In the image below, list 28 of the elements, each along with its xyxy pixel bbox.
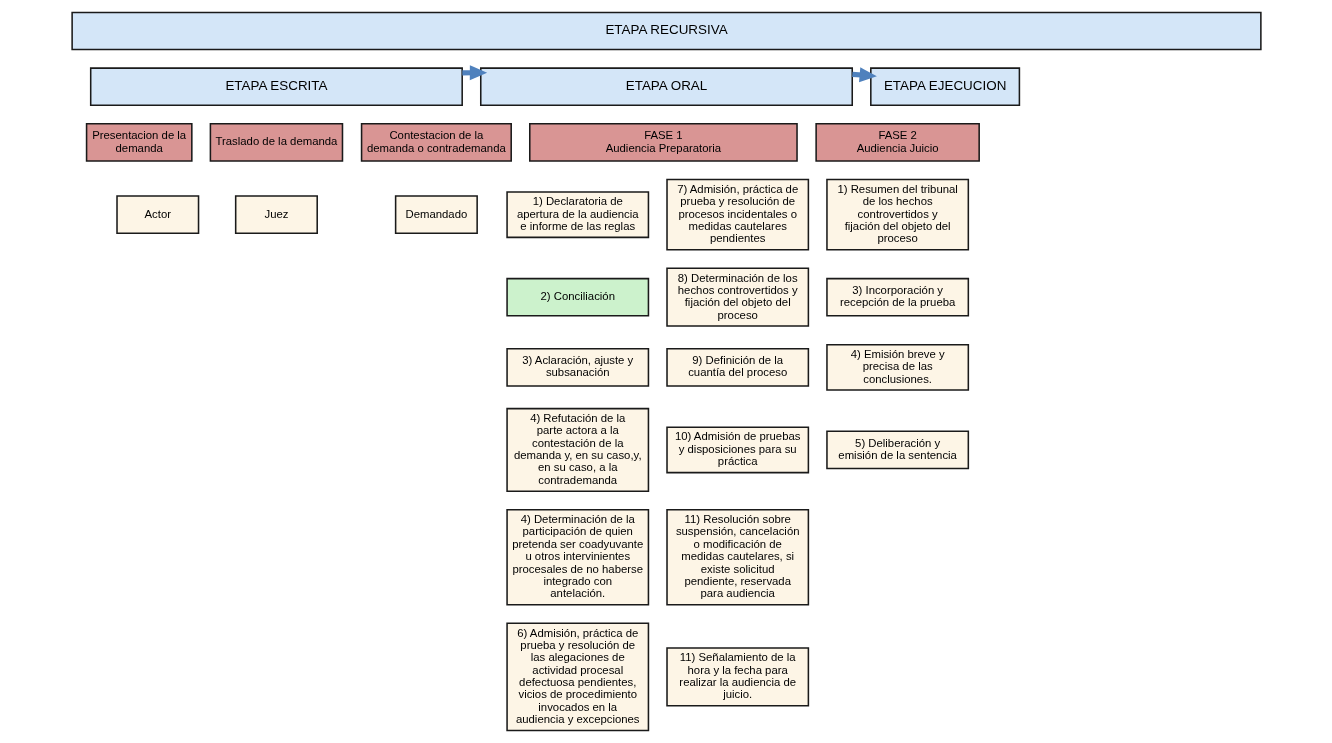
node-box: 4) Determinación de la participación de quien pretenda ser coadyuvante u otros intervinientes procesales de no haberse integrado con antelación. xyxy=(505,509,649,606)
node-box: 1) Declaratoria de apertura de la audiencia e informe de las reglas xyxy=(505,191,649,239)
node-box: 1) Resumen del tribunal de los hechos controvertidos y fijación del objeto del proceso xyxy=(825,178,969,251)
node-box: 11) Resolución sobre suspensión, cancelación o modificación de medidas cautelares, si existe solicitud pendiente, reservada para audiencia xyxy=(665,509,809,606)
node-box: ETAPA EJECUCION xyxy=(869,67,1020,107)
node-box: 4) Emisión breve y precisa de las conclusiones. xyxy=(825,343,969,391)
node-box: 2) Conciliación xyxy=(505,277,649,317)
node-box: 5) Deliberación y emisión de la sentencia xyxy=(825,430,969,470)
node-box: ETAPA ORAL xyxy=(479,67,853,107)
node-box: 3) Aclaración, ajuste y subsanación xyxy=(505,348,649,387)
node-box: 7) Admisión, práctica de prueba y resolución de procesos incidentales o medidas cautelares pendientes xyxy=(665,178,809,251)
node-box: ETAPA ESCRITA xyxy=(89,67,463,107)
node-box: Juez xyxy=(234,195,318,234)
node-box: Contestacion de la demanda o contrademanda xyxy=(360,123,512,162)
node-box: 4) Refutación de la parte actora a la contestación de la demanda y, en su caso,y, en su caso, a la contrademanda xyxy=(505,407,649,492)
node-box: Actor xyxy=(115,195,199,234)
node-box: 6) Admisión, práctica de prueba y resolución de las alegaciones de actividad procesal defectuosa pendientes, vicios de procedimiento invocados en la audiencia y excepciones xyxy=(505,622,649,732)
node-box: FASE 2 Audiencia Juicio xyxy=(814,123,980,162)
node-box: 11) Señalamiento de la hora y la fecha para realizar la audiencia de juicio. xyxy=(665,647,809,707)
node-box: 9) Definición de la cuantía del proceso xyxy=(665,348,809,387)
node-box: ETAPA RECURSIVA xyxy=(70,11,1262,51)
node-box: Traslado de la demanda xyxy=(209,123,343,162)
node-box: 8) Determinación de los hechos controvertidos y fijación del objeto del proceso xyxy=(665,267,809,327)
node-box: 3) Incorporación y recepción de la prueba xyxy=(825,277,969,317)
node-box: FASE 1 Audiencia Preparatoria xyxy=(528,123,798,162)
node-box: 10) Admisión de pruebas y disposiciones para su práctica xyxy=(665,426,809,474)
node-box: Presentacion de la demanda xyxy=(85,123,193,162)
node-box: Demandado xyxy=(394,195,478,234)
